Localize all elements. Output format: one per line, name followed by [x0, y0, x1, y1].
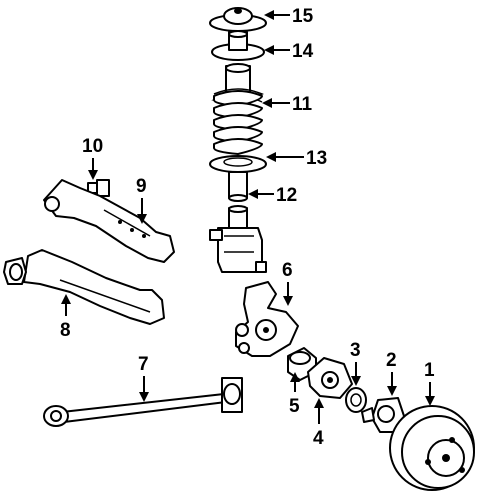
callout-label-13: 13	[306, 148, 327, 169]
callout-9: 9	[136, 176, 147, 224]
callout-10: 10	[82, 136, 103, 180]
callout-label-10: 10	[82, 136, 103, 157]
callout-4: 4	[313, 398, 324, 449]
callout-label-8: 8	[60, 320, 71, 341]
callout-label-5: 5	[289, 396, 300, 417]
callout-label-3: 3	[350, 340, 361, 361]
callout-1: 1	[424, 360, 435, 406]
callout-13: 13	[266, 148, 327, 169]
callout-15: 15	[264, 6, 314, 27]
callout-label-9: 9	[136, 176, 147, 197]
part-strut-body	[209, 205, 267, 273]
callout-5: 5	[289, 372, 300, 417]
callout-label-11: 11	[292, 94, 313, 115]
callout-label-6: 6	[282, 260, 293, 281]
callout-8: 8	[60, 294, 71, 341]
callout-label-12: 12	[276, 185, 297, 206]
part-knuckle	[235, 281, 299, 357]
callout-12: 12	[248, 185, 297, 206]
part-upper-spring-seat	[211, 30, 265, 61]
callout-7: 7	[138, 354, 149, 402]
part-strut-mount	[209, 7, 267, 32]
part-brake-drum	[389, 405, 475, 491]
part-seal-ring	[345, 387, 367, 413]
part-coil-spring	[211, 63, 264, 155]
callout-label-4: 4	[313, 428, 324, 449]
part-upper-arm	[43, 179, 175, 263]
callout-label-14: 14	[292, 41, 314, 62]
part-bolt	[87, 179, 110, 197]
callout-3: 3	[350, 340, 361, 386]
part-strut-rod	[228, 171, 248, 202]
callout-label-1: 1	[424, 360, 435, 381]
callout-14: 14	[264, 41, 314, 62]
callout-2: 2	[386, 350, 397, 396]
part-lateral-link	[43, 377, 243, 427]
callout-6: 6	[282, 260, 293, 306]
part-hub-flange	[307, 357, 353, 399]
part-lower-arm	[3, 249, 165, 325]
callout-label-2: 2	[386, 350, 397, 371]
callout-label-7: 7	[138, 354, 149, 375]
callout-label-15: 15	[292, 6, 314, 27]
callout-11: 11	[262, 94, 313, 115]
part-lower-spring-seat	[209, 155, 267, 173]
